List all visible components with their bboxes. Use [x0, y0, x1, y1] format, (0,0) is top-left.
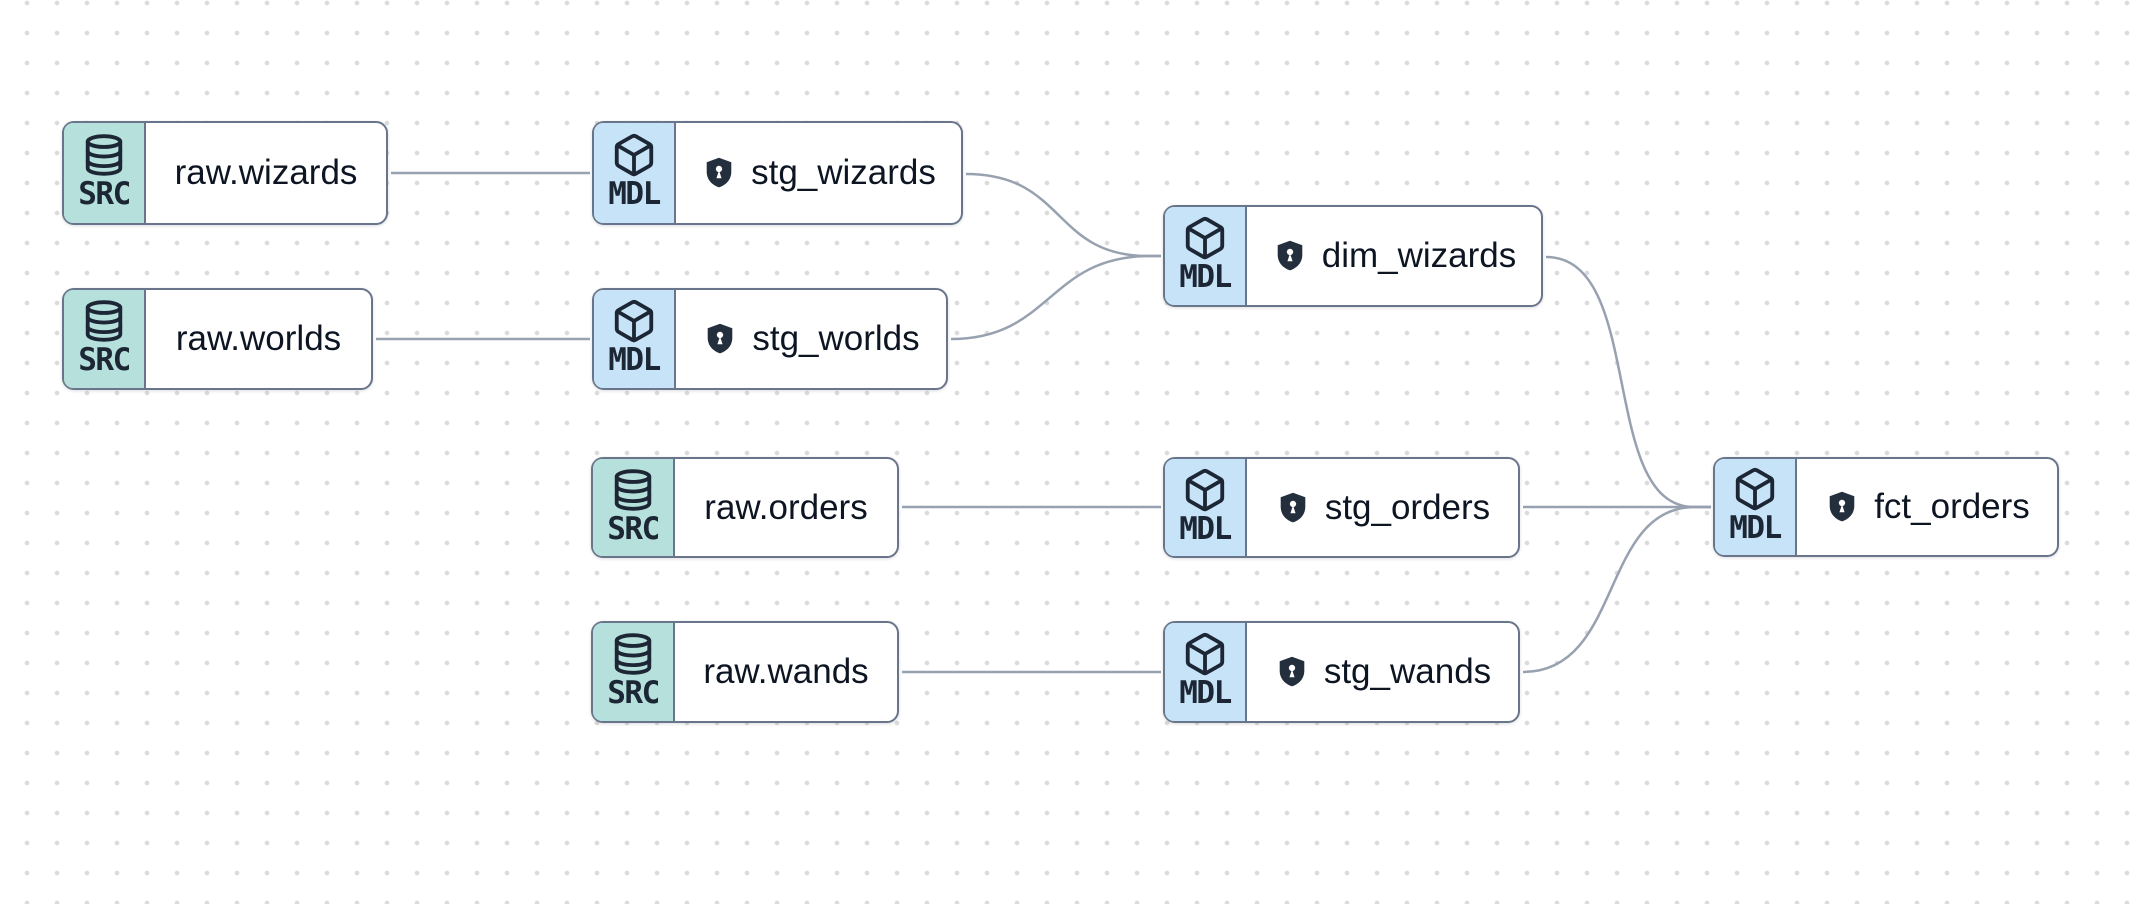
edge-dim_wizards-fct_orders — [1545, 255, 1711, 509]
source-type-badge: SRC — [64, 123, 146, 223]
badge-label: MDL — [608, 342, 661, 378]
node-body: raw.worlds — [146, 290, 371, 388]
graph-node-raw-wizards[interactable]: SRC raw.wizards — [62, 121, 388, 225]
shield-lock-icon — [1279, 656, 1305, 687]
badge-label: MDL — [1179, 675, 1232, 711]
model-type-badge: MDL — [1165, 623, 1247, 721]
graph-node-raw-worlds[interactable]: SRC raw.worlds — [62, 288, 373, 390]
node-body: stg_wands — [1247, 623, 1518, 721]
cube-icon — [614, 299, 654, 343]
graph-node-raw-wands[interactable]: SRC raw.wands — [591, 621, 899, 723]
graph-node-raw-orders[interactable]: SRC raw.orders — [591, 457, 899, 558]
node-label: raw.wizards — [174, 153, 358, 192]
node-body: fct_orders — [1797, 459, 2057, 555]
graph-node-stg-wizards[interactable]: MDL stg_wizards — [592, 121, 963, 225]
graph-node-stg-wands[interactable]: MDL stg_wands — [1163, 621, 1520, 723]
node-body: raw.wands — [675, 623, 897, 721]
database-icon — [85, 134, 123, 176]
shield-lock-icon — [1829, 491, 1855, 522]
node-label: fct_orders — [1874, 487, 2030, 526]
source-type-badge: SRC — [593, 623, 675, 721]
edge-stg_worlds-dim_wizards — [950, 254, 1161, 341]
model-type-badge: MDL — [594, 123, 676, 223]
node-label: stg_wizards — [751, 153, 936, 192]
node-label: dim_wizards — [1321, 236, 1517, 275]
node-body: stg_wizards — [676, 123, 961, 223]
model-type-badge: MDL — [594, 290, 676, 388]
node-label: stg_worlds — [752, 319, 920, 358]
shield-lock-icon — [708, 323, 733, 354]
node-label: raw.wands — [703, 652, 869, 691]
node-body: raw.orders — [675, 459, 897, 556]
graph-node-stg-worlds[interactable]: MDL stg_worlds — [592, 288, 948, 390]
badge-label: SRC — [607, 510, 660, 547]
cube-icon — [1185, 216, 1225, 260]
edge-stg_wizards-dim_wizards — [965, 172, 1161, 258]
node-body: stg_orders — [1247, 459, 1518, 556]
source-type-badge: SRC — [64, 290, 146, 388]
cube-icon — [614, 133, 654, 177]
source-type-badge: SRC — [593, 459, 675, 556]
model-type-badge: MDL — [1165, 207, 1247, 305]
node-body: raw.wizards — [146, 123, 386, 223]
node-label: stg_wands — [1323, 652, 1492, 691]
graph-node-dim-wizards[interactable]: MDL dim_wizards — [1163, 205, 1543, 307]
node-label: raw.orders — [704, 487, 868, 527]
database-icon — [614, 633, 652, 675]
badge-label: MDL — [1179, 510, 1232, 547]
shield-lock-icon — [706, 157, 732, 188]
badge-label: SRC — [607, 675, 660, 711]
node-label: stg_orders — [1324, 487, 1491, 527]
database-icon — [85, 300, 123, 342]
badge-label: SRC — [78, 176, 131, 212]
node-body: dim_wizards — [1247, 207, 1541, 305]
node-body: stg_worlds — [676, 290, 946, 388]
graph-node-fct-orders[interactable]: MDL fct_orders — [1713, 457, 2059, 557]
shield-lock-icon — [1277, 240, 1303, 271]
badge-label: MDL — [608, 176, 661, 212]
node-label: raw.worlds — [175, 319, 342, 358]
model-type-badge: MDL — [1165, 459, 1247, 556]
badge-label: SRC — [78, 342, 131, 378]
cube-icon — [1735, 467, 1775, 511]
database-icon — [614, 468, 652, 511]
edge-stg_wands-fct_orders — [1522, 505, 1711, 674]
badge-label: MDL — [1729, 510, 1782, 546]
model-type-badge: MDL — [1715, 459, 1797, 555]
cube-icon — [1185, 632, 1225, 676]
shield-lock-icon — [1280, 492, 1306, 522]
graph-node-stg-orders[interactable]: MDL stg_orders — [1163, 457, 1520, 558]
badge-label: MDL — [1179, 259, 1232, 295]
cube-icon — [1185, 468, 1225, 511]
